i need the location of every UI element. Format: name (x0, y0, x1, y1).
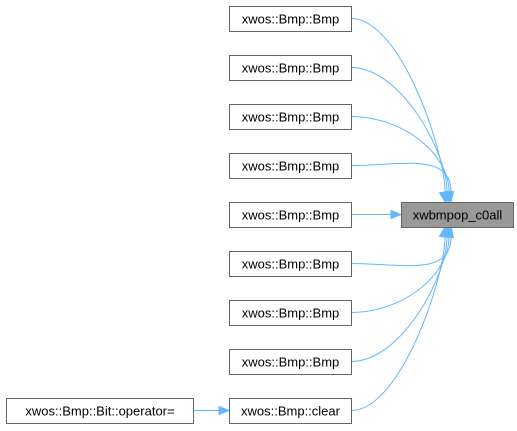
target-node[interactable]: xwbmpop_c0all (401, 202, 514, 228)
caller-node[interactable]: xwos::Bmp::Bmp (229, 251, 352, 277)
node-label: xwos::Bmp::Bmp (242, 12, 340, 27)
node-box (229, 202, 352, 228)
edge-n2-to-n0 (350, 67, 448, 193)
arrowhead-n4-to-n0 (444, 190, 455, 204)
edge-n3-to-n0 (350, 116, 450, 193)
node-box (229, 153, 352, 179)
arrowhead-n9-to-n0 (438, 225, 449, 239)
node-label: xwos::Bmp::Bmp (242, 208, 340, 223)
caller-node[interactable]: xwos::Bmp::Bmp (229, 300, 352, 326)
edge-n7-to-n0 (350, 236, 450, 313)
node-label: xwos::Bmp::clear (241, 404, 341, 419)
edge-n9-to-n0 (350, 236, 446, 411)
node-box (6, 398, 194, 424)
node-label: xwos::Bmp::Bmp (242, 257, 340, 272)
node-label: xwbmpop_c0all (413, 208, 503, 223)
arrowhead-n10-to-n9 (218, 405, 231, 416)
edge-n8-to-n0 (350, 236, 448, 362)
node-box (401, 202, 514, 228)
edge-n1-to-n0 (350, 18, 446, 193)
node-box (229, 104, 352, 130)
caller-node[interactable]: xwos::Bmp::Bmp (229, 104, 352, 130)
arrowhead-n5-to-n0 (390, 209, 403, 220)
caller-node[interactable]: xwos::Bmp::clear (229, 398, 352, 424)
caller-node[interactable]: xwos::Bmp::Bit::operator= (6, 398, 194, 424)
node-box (229, 6, 352, 32)
node-label: xwos::Bmp::Bmp (242, 306, 340, 321)
caller-node[interactable]: xwos::Bmp::Bmp (229, 153, 352, 179)
node-label: xwos::Bmp::Bmp (242, 61, 340, 76)
nodes-layer: xwbmpop_c0allxwos::Bmp::Bmpxwos::Bmp::Bm… (6, 6, 514, 424)
node-box (229, 398, 352, 424)
node-label: xwos::Bmp::Bmp (242, 159, 340, 174)
node-box (229, 251, 352, 277)
node-box (229, 55, 352, 81)
caller-node[interactable]: xwos::Bmp::Bmp (229, 202, 352, 228)
caller-node[interactable]: xwos::Bmp::Bmp (229, 55, 352, 81)
caller-node[interactable]: xwos::Bmp::Bmp (229, 349, 352, 375)
node-label: xwos::Bmp::Bmp (242, 355, 340, 370)
node-label: xwos::Bmp::Bit::operator= (25, 404, 174, 419)
node-label: xwos::Bmp::Bmp (242, 110, 340, 125)
edge-n4-to-n0 (350, 162, 452, 193)
edge-n6-to-n0 (350, 236, 452, 267)
caller-node[interactable]: xwos::Bmp::Bmp (229, 6, 352, 32)
node-box (229, 349, 352, 375)
edges-layer (193, 18, 455, 416)
node-box (229, 300, 352, 326)
